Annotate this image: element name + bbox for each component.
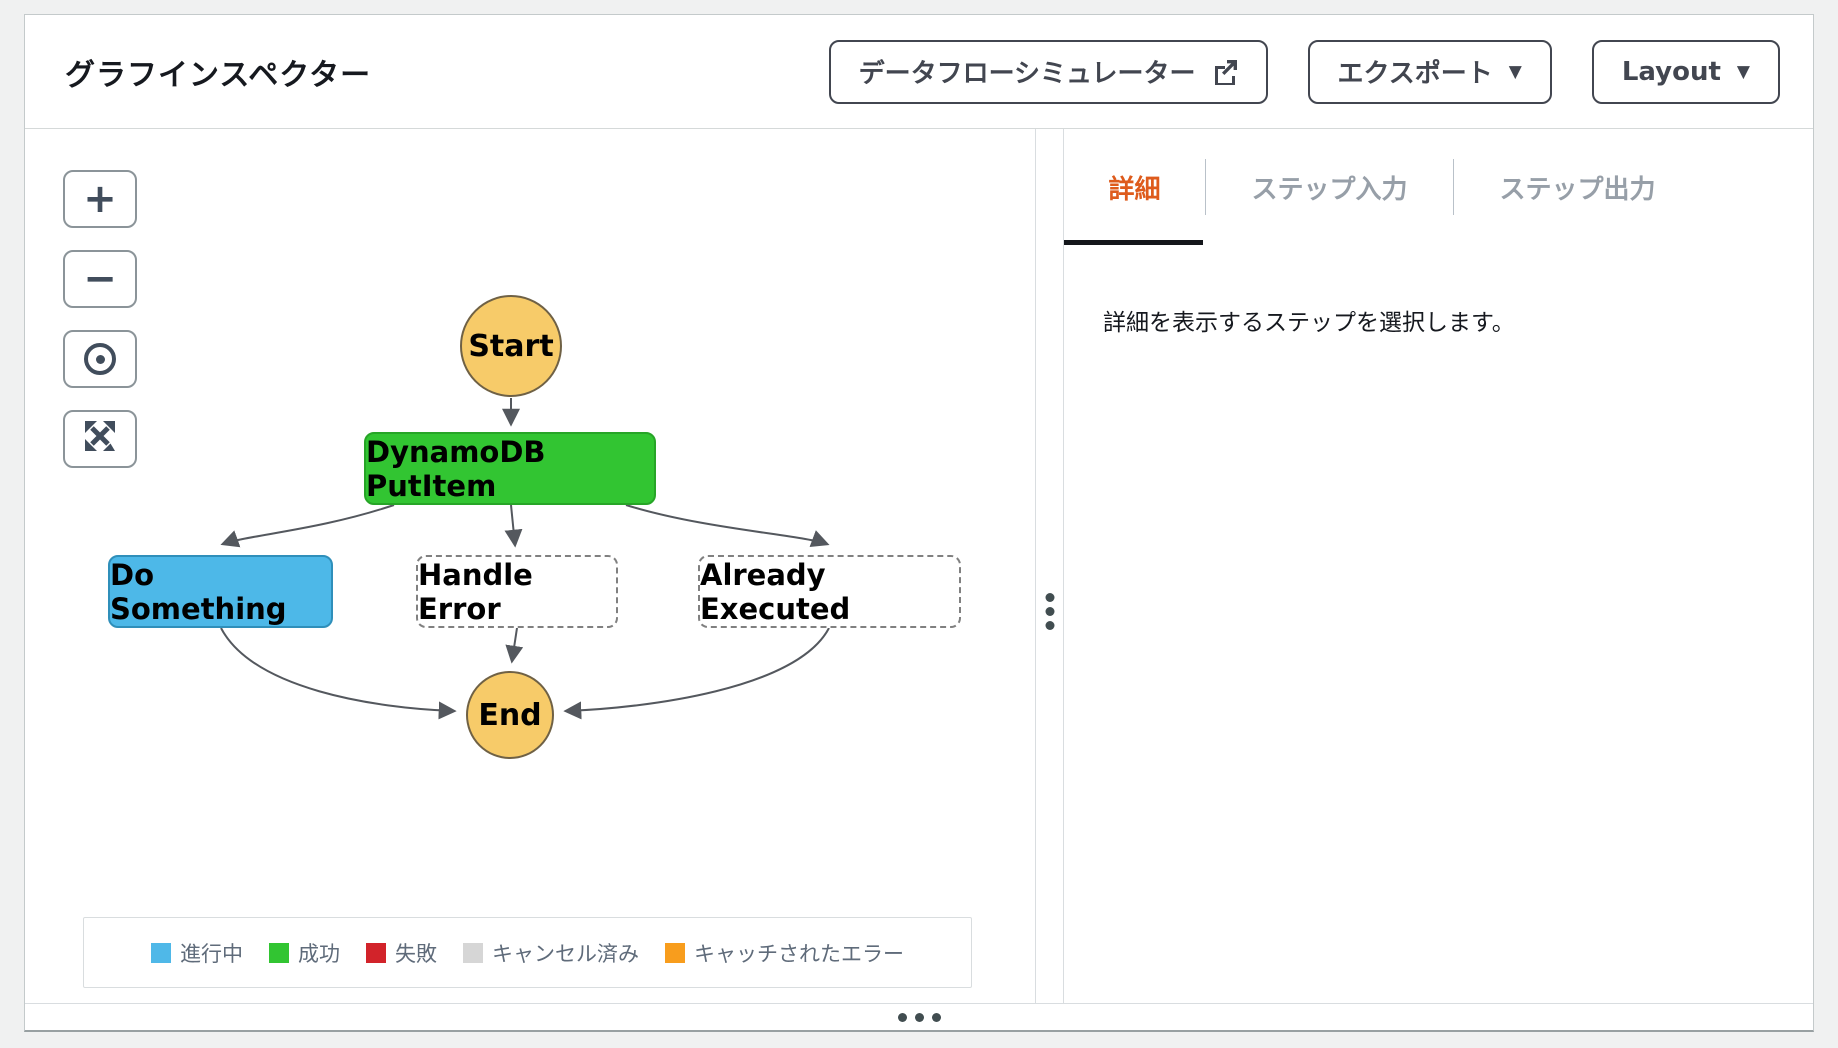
- tab-details-label: 詳細: [1108, 174, 1161, 205]
- tab-separator: [1453, 159, 1454, 215]
- node-handle-error[interactable]: Handle Error: [416, 555, 618, 628]
- header: グラフインスペクター データフローシミュレーター エクスポート ▼ Layout…: [25, 15, 1813, 129]
- page-title: グラフインスペクター: [65, 57, 372, 93]
- detail-panel: 詳細 ステップ入力 ステップ出力 詳細を表示するステップを選択します。: [1064, 129, 1813, 1003]
- legend-label: 成功: [298, 941, 340, 966]
- node-already-executed-label: Already Executed: [700, 557, 851, 626]
- legend-label: キャッチされたエラー: [694, 941, 904, 966]
- node-dynamodb-putitem[interactable]: DynamoDB PutItem: [364, 432, 656, 505]
- legend-item-cancelled: キャンセル済み: [463, 938, 639, 968]
- zoom-in-button[interactable]: +: [63, 170, 137, 228]
- node-start[interactable]: Start: [460, 295, 562, 397]
- caught-error-swatch: [665, 942, 685, 963]
- panel-resizer[interactable]: [1036, 129, 1064, 1003]
- node-end-label: End: [478, 697, 542, 733]
- bottom-resize-bar[interactable]: [25, 1003, 1813, 1030]
- center-view-button[interactable]: [63, 330, 137, 388]
- tab-step-input-label: ステップ入力: [1251, 174, 1408, 205]
- export-label: エクスポート: [1337, 59, 1493, 89]
- drag-handle-dots-icon: [1045, 593, 1054, 630]
- tab-step-output[interactable]: ステップ出力: [1454, 129, 1701, 245]
- node-dynamodb-putitem-label: DynamoDB PutItem: [366, 434, 546, 503]
- caret-down-icon: ▼: [1508, 62, 1522, 82]
- node-already-executed[interactable]: Already Executed: [698, 555, 961, 628]
- minus-icon: −: [83, 256, 117, 302]
- expand-arrows-icon: [83, 419, 117, 460]
- fit-view-button[interactable]: [63, 410, 137, 468]
- detail-tabs: 詳細 ステップ入力 ステップ出力: [1064, 129, 1813, 245]
- cancelled-swatch: [463, 942, 483, 963]
- external-link-icon: [1212, 59, 1238, 85]
- dataflow-simulator-label: データフローシミュレーター: [858, 59, 1196, 89]
- legend-label: 失敗: [395, 941, 437, 966]
- tab-step-output-label: ステップ出力: [1499, 174, 1656, 205]
- tab-step-input[interactable]: ステップ入力: [1206, 129, 1453, 245]
- dataflow-simulator-button[interactable]: データフローシミュレーター: [828, 39, 1268, 104]
- center-target-icon: [84, 343, 116, 375]
- in-progress-swatch: [151, 942, 171, 963]
- export-button[interactable]: エクスポート ▼: [1307, 39, 1552, 104]
- tab-details[interactable]: 詳細: [1064, 129, 1205, 245]
- drag-handle-dots-icon: [897, 1012, 941, 1022]
- plus-icon: +: [83, 176, 117, 222]
- node-handle-error-label: Handle Error: [418, 557, 533, 626]
- legend-label: キャンセル済み: [492, 941, 639, 966]
- node-do-something[interactable]: Do Something: [108, 555, 333, 628]
- zoom-out-button[interactable]: −: [63, 250, 137, 308]
- detail-panel-body: 詳細を表示するステップを選択します。: [1064, 245, 1813, 337]
- tab-separator: [1205, 159, 1206, 215]
- node-start-label: Start: [468, 328, 554, 364]
- success-swatch: [269, 942, 289, 963]
- zoom-toolbar: + −: [63, 170, 137, 468]
- legend-item-failed: 失敗: [366, 938, 437, 968]
- failed-swatch: [366, 942, 386, 963]
- legend-label: 進行中: [180, 941, 243, 966]
- legend-item-success: 成功: [269, 938, 340, 968]
- legend-item-in-progress: 進行中: [151, 938, 243, 968]
- status-legend: 進行中 成功 失敗 キャンセル済み キャッチされたエラー: [83, 917, 972, 988]
- layout-button[interactable]: Layout ▼: [1591, 39, 1780, 104]
- empty-state-message: 詳細を表示するステップを選択します。: [1103, 310, 1515, 336]
- layout-label: Layout: [1621, 56, 1721, 87]
- node-end[interactable]: End: [466, 671, 554, 759]
- body: Start DynamoDB PutItem Do Something Hand…: [25, 129, 1813, 1003]
- graph-inspector-window: グラフインスペクター データフローシミュレーター エクスポート ▼ Layout…: [24, 14, 1814, 1032]
- caret-down-icon: ▼: [1736, 62, 1750, 82]
- graph-canvas[interactable]: Start DynamoDB PutItem Do Something Hand…: [25, 129, 1036, 1003]
- legend-item-caught-error: キャッチされたエラー: [665, 938, 904, 968]
- node-do-something-label: Do Something: [110, 557, 287, 626]
